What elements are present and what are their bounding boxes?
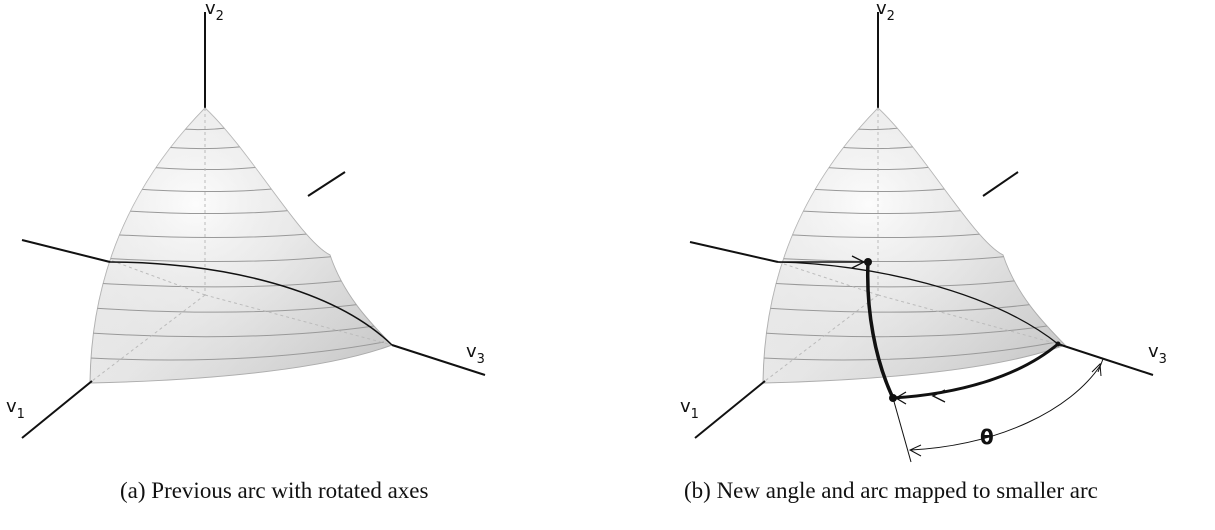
angle-arrow-right xyxy=(1091,362,1102,377)
axis-v1-line xyxy=(21,380,93,439)
rotated-axis-upper xyxy=(982,171,1019,197)
rotated-axis-upper xyxy=(307,171,346,197)
axis-v2-label: v2 xyxy=(205,0,224,24)
caption-a: (a) Previous arc with rotated axes xyxy=(120,478,429,503)
angle-arc xyxy=(910,365,1101,451)
angle-arrow-left xyxy=(908,444,922,457)
smaller-arc xyxy=(892,342,1059,400)
axis-v3-label: v3 xyxy=(466,341,485,367)
axis-v3-line xyxy=(391,344,486,376)
theta-label: θ xyxy=(980,425,994,449)
rotated-axis-left xyxy=(21,239,111,263)
axis-v1-label: v1 xyxy=(6,396,25,422)
axis-v2-label: v2 xyxy=(876,0,895,24)
panel-b: θ v2 v1 v3 xyxy=(680,0,1167,463)
sphere-highlight xyxy=(90,108,392,383)
arrow-bottom xyxy=(931,389,946,403)
axis-v1-line xyxy=(694,380,766,439)
axis-v3-line xyxy=(1057,343,1154,376)
hidden-axes xyxy=(764,108,1059,382)
caption-b: (b) New angle and arc mapped to smaller … xyxy=(684,478,1098,503)
angle-leg-left xyxy=(892,397,912,463)
rotated-axis-left xyxy=(689,241,779,263)
axis-v1-label: v1 xyxy=(680,396,699,422)
sphere-highlight xyxy=(763,108,1065,383)
previous-arc xyxy=(777,261,1059,345)
panel-a: v2 v1 v3 xyxy=(6,0,486,439)
new-arc xyxy=(865,261,895,399)
previous-arc xyxy=(109,261,393,346)
hidden-axes xyxy=(91,108,393,382)
point-top xyxy=(864,258,872,266)
axis-v3-label: v3 xyxy=(1148,341,1167,367)
